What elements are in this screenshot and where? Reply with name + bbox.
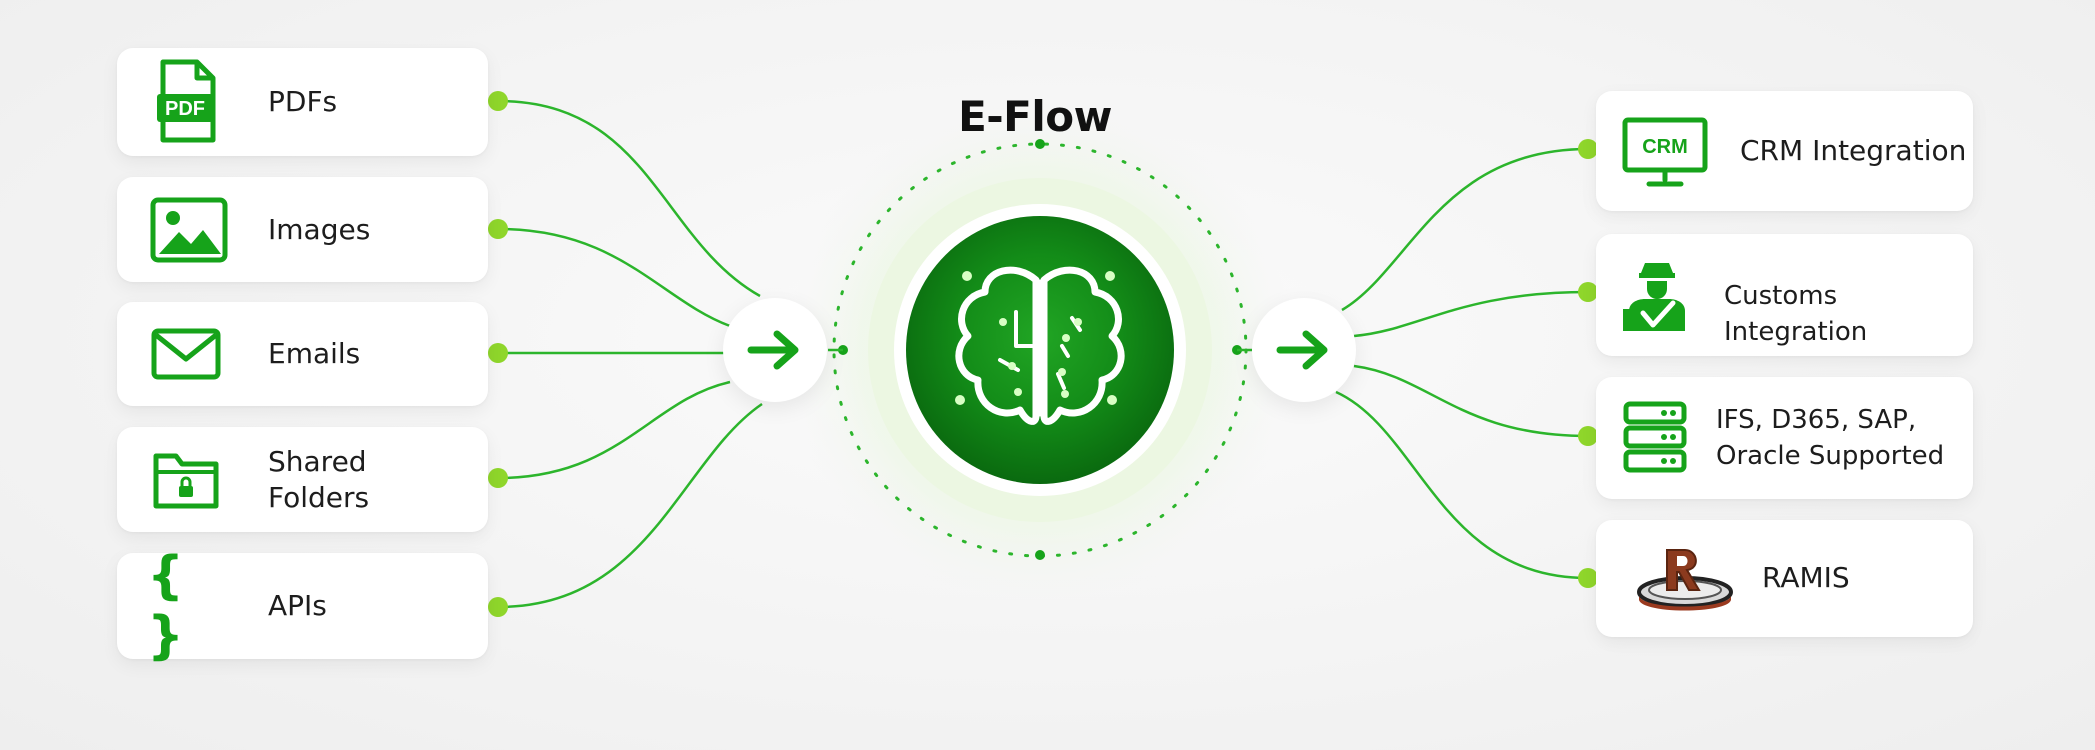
svg-text:CRM: CRM <box>1642 136 1688 158</box>
output-card-crm: CRM CRM Integration <box>1596 91 1973 211</box>
output-card-ramis: RAMIS <box>1596 520 1973 637</box>
input-label-pdfs: PDFs <box>268 85 338 118</box>
output-label-erp: IFS, D365, SAP, Oracle Supported <box>1716 405 1945 471</box>
envelope-icon <box>149 326 223 382</box>
right-arrow-icon <box>1276 330 1328 370</box>
output-connector-dots <box>1578 139 1598 588</box>
svg-text:PDF: PDF <box>165 98 205 120</box>
ai-brain-icon <box>955 266 1125 425</box>
input-label-images: Images <box>268 213 371 246</box>
input-card-apis: { } APIs <box>117 546 488 666</box>
input-connector-dots <box>488 91 508 617</box>
output-arrow-node <box>1252 298 1356 402</box>
customs-officer-icon <box>1620 256 1694 336</box>
output-label-ramis: RAMIS <box>1762 561 1850 594</box>
input-card-emails: Emails <box>117 302 488 406</box>
input-card-shared-folders: Shared Folders <box>117 427 488 532</box>
crm-monitor-icon: CRM <box>1620 115 1710 189</box>
input-card-pdfs: PDF PDFs <box>117 48 488 156</box>
output-label-crm: CRM Integration <box>1740 134 1967 167</box>
locked-folder-icon <box>151 447 221 511</box>
orbit-dot-top <box>1035 139 1045 149</box>
input-arrow-node <box>723 298 827 402</box>
server-stack-icon <box>1620 399 1690 475</box>
output-connectors <box>1237 147 1589 580</box>
output-card-customs: Customs Integration <box>1596 234 1973 356</box>
output-card-erp: IFS, D365, SAP, Oracle Supported <box>1596 377 1973 499</box>
input-card-images: Images <box>117 177 488 282</box>
input-label-emails: Emails <box>268 337 361 370</box>
image-icon <box>149 195 229 265</box>
input-connectors <box>497 99 843 609</box>
ramis-logo <box>1632 540 1738 616</box>
pdf-file-icon: PDF <box>153 56 221 148</box>
right-arrow-icon <box>747 330 799 370</box>
hub-title: E-Flow <box>958 92 1112 141</box>
output-label-customs: Customs Integration <box>1724 281 1868 347</box>
curly-braces-icon: { } <box>147 546 185 666</box>
input-label-apis: APIs <box>268 589 327 622</box>
input-label-shared-folders: Shared Folders <box>268 445 370 514</box>
orbit-dot-bottom <box>1035 550 1045 560</box>
brain-nodes <box>955 271 1117 405</box>
